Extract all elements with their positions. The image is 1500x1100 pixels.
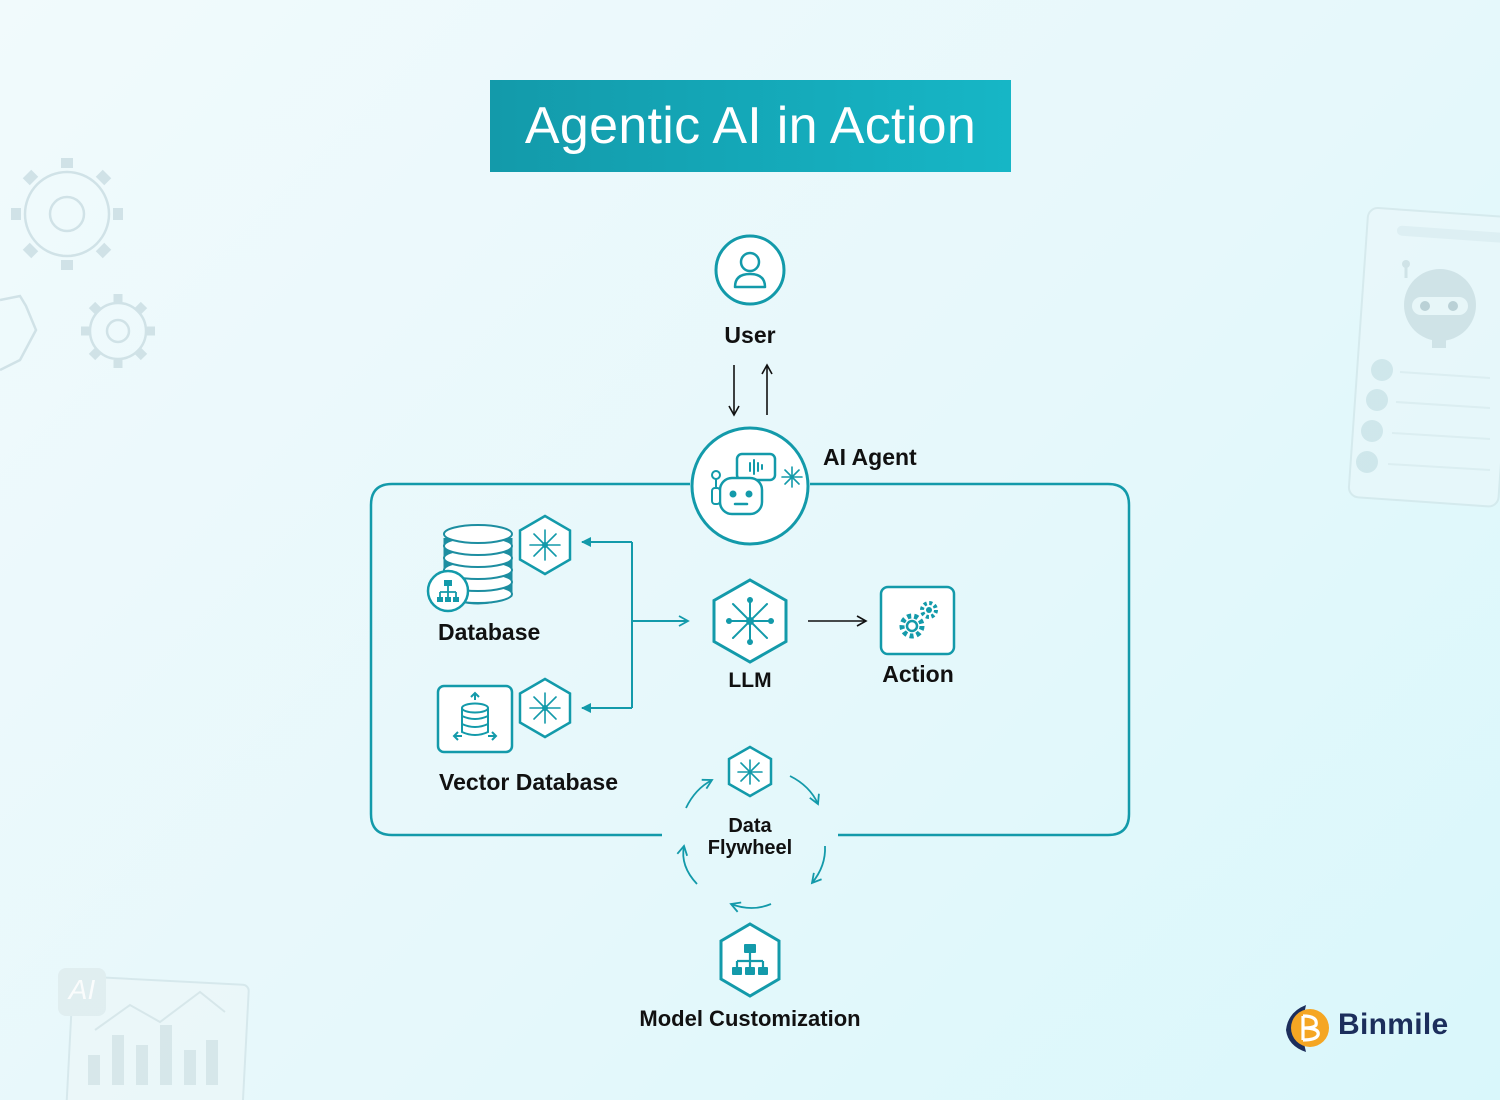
vector-database-label: Vector Database xyxy=(439,769,618,795)
neural-network-hex-icon xyxy=(518,514,572,576)
brand-name: Binmile xyxy=(1338,1008,1449,1041)
retrieval-connector xyxy=(581,537,690,713)
llm-label: LLM xyxy=(728,669,772,692)
hierarchy-hex-icon xyxy=(719,922,781,998)
page-title: Agentic AI in Action xyxy=(524,97,977,155)
robot-checklist-decor-icon xyxy=(1347,207,1500,508)
data-flywheel-label: Data Flywheel xyxy=(707,815,793,859)
llm-neural-network-icon xyxy=(712,578,788,664)
database-label: Database xyxy=(438,619,541,645)
action-label: Action xyxy=(882,661,954,687)
user-label: User xyxy=(724,322,776,348)
ai-chart-decor-icon xyxy=(58,968,250,1100)
ai-agent-label: AI Agent xyxy=(823,444,917,470)
vector-database-icon xyxy=(436,684,514,754)
model-customization-label: Model Customization xyxy=(639,1006,861,1031)
flywheel-hex-icon xyxy=(727,745,773,798)
title-banner: Agentic AI in Action xyxy=(490,80,1011,172)
gear-decor-icon xyxy=(0,158,155,372)
person-icon xyxy=(714,234,786,306)
robot-chat-icon xyxy=(690,426,810,546)
gears-icon xyxy=(879,585,956,656)
flywheel-cycle-arrows xyxy=(676,775,826,913)
neural-network-hex-icon xyxy=(518,677,572,739)
agent-boundary-frame xyxy=(369,482,690,837)
binmile-logo-icon xyxy=(1286,1005,1329,1052)
ai-badge-text: AI xyxy=(68,974,96,1005)
database-stack-icon xyxy=(426,524,513,613)
